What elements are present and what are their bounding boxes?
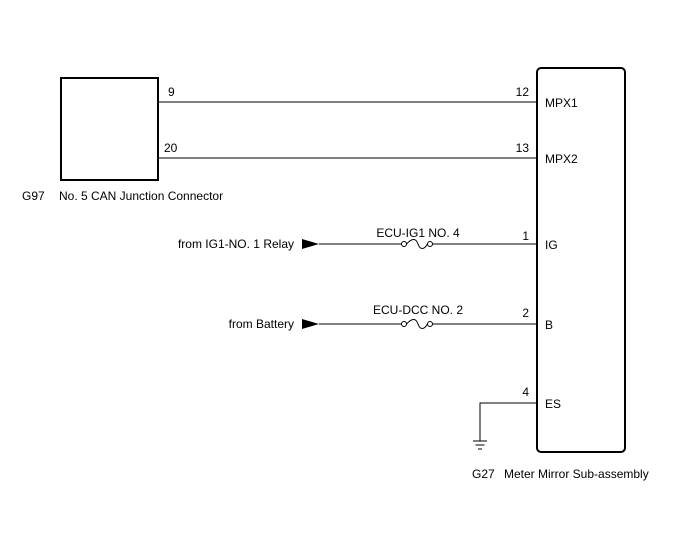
meter-mirror-box: [536, 67, 626, 453]
pin-g27-2: 2: [522, 306, 529, 320]
wire-es-ground: [479, 402, 537, 441]
fuse-icon: [406, 239, 428, 249]
terminal-mpx1: MPX1: [545, 96, 578, 110]
source-battery: from Battery: [229, 317, 294, 331]
source-ig1-relay: from IG1-NO. 1 Relay: [178, 237, 294, 251]
fuse-ig-terminal-left: [401, 241, 407, 247]
fuse-ig-terminal-right: [427, 241, 433, 247]
fuse-b-label: ECU-DCC NO. 2: [373, 303, 463, 317]
fuse-b-terminal-right: [427, 321, 433, 327]
connector-code: G97: [22, 189, 45, 203]
terminal-ig: IG: [545, 238, 558, 252]
pin-g27-13: 13: [516, 141, 530, 155]
pin-g97-9: 9: [168, 85, 175, 99]
pin-g27-1: 1: [522, 229, 529, 243]
terminal-mpx2: MPX2: [545, 152, 578, 166]
terminal-es: ES: [545, 397, 561, 411]
can-junction-connector-box: [60, 77, 159, 181]
fuse-ig-label: ECU-IG1 NO. 4: [376, 226, 460, 240]
arrow-battery-icon: [302, 319, 319, 329]
ground-icon: [473, 440, 487, 450]
pin-g97-20: 20: [164, 141, 178, 155]
meter-code: G27: [472, 467, 495, 481]
pin-g27-4: 4: [522, 385, 529, 399]
fuse-icon: [406, 319, 428, 329]
pin-g27-12: 12: [516, 85, 530, 99]
connector-name: No. 5 CAN Junction Connector: [59, 189, 223, 203]
terminal-b: B: [545, 318, 553, 332]
arrow-ig1-icon: [302, 239, 319, 249]
meter-name: Meter Mirror Sub-assembly: [504, 467, 649, 481]
fuse-b-terminal-left: [401, 321, 407, 327]
